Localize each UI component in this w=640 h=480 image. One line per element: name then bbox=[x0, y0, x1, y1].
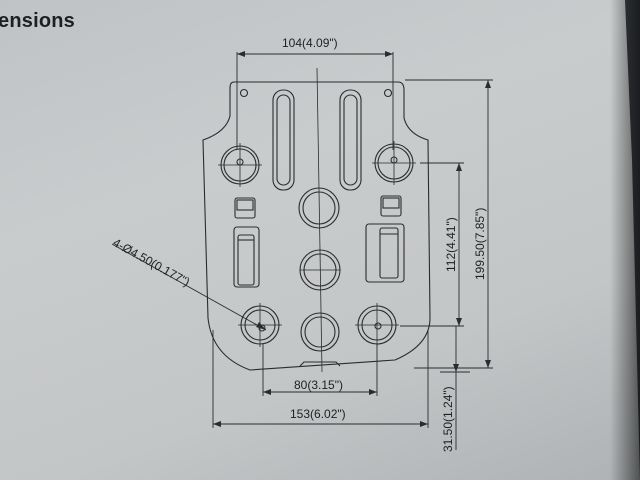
vertical-center-line bbox=[316, 67, 323, 373]
dim-hole-vertical: 112(4.41") bbox=[444, 217, 458, 272]
dim-total-width: 153(6.02") bbox=[290, 407, 346, 421]
hole-callout-leader bbox=[111, 243, 267, 331]
top-left-screw bbox=[239, 88, 249, 98]
dim-hole-callout: 4-Ø4.50(0.177") bbox=[111, 235, 193, 289]
left-small-tab bbox=[234, 197, 256, 219]
section-heading: ensions bbox=[0, 10, 75, 32]
dim-hole-spacing: 80(3.15") bbox=[294, 378, 343, 392]
center-hole-bottom bbox=[300, 312, 340, 352]
left-slot bbox=[272, 89, 295, 191]
page-edge-shadow bbox=[610, 0, 640, 480]
bottom-notch bbox=[299, 361, 341, 367]
dim-total-height: 199.50(7.85") bbox=[473, 208, 487, 280]
right-small-tab bbox=[380, 195, 402, 217]
plate-outline bbox=[202, 81, 431, 371]
left-latch bbox=[233, 226, 260, 288]
right-latch bbox=[365, 223, 405, 283]
dim-top-width: 104(4.09") bbox=[282, 36, 338, 50]
top-right-screw bbox=[383, 88, 393, 98]
right-slot bbox=[339, 89, 362, 191]
dim-bottom-offset: 31.50(1.24") bbox=[441, 386, 455, 452]
